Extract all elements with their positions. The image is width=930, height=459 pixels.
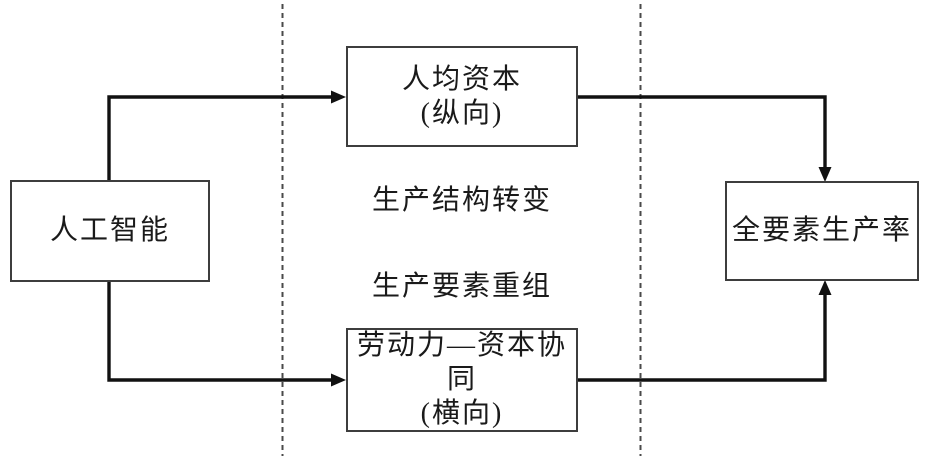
node-label-line2: (横向) — [420, 398, 504, 429]
node-label: 全要素生产率 — [731, 215, 912, 246]
arrow-ai-to-capital — [107, 90, 346, 180]
arrow-labor-to-tfp — [578, 280, 832, 382]
node-label-line1: 人均资本 — [401, 63, 522, 95]
caption-production-factor-reorganization: 生产要素重组 — [371, 271, 552, 302]
node-total-factor-productivity: 全要素生产率 — [725, 181, 919, 281]
node-label: 人工智能 — [49, 215, 170, 246]
node-label-line2: (纵向) — [420, 97, 504, 129]
caption-production-structure-change: 生产结构转变 — [371, 185, 552, 216]
node-artificial-intelligence: 人工智能 — [10, 180, 210, 282]
arrow-ai-to-labor — [107, 282, 346, 387]
node-labor-capital-synergy: 劳动力—资本协同 (横向) — [346, 328, 578, 432]
node-per-capita-capital: 人均资本 (纵向) — [346, 46, 578, 147]
arrow-capital-to-tfp — [578, 95, 832, 182]
node-label-line1: 劳动力—资本协同 — [356, 330, 567, 395]
